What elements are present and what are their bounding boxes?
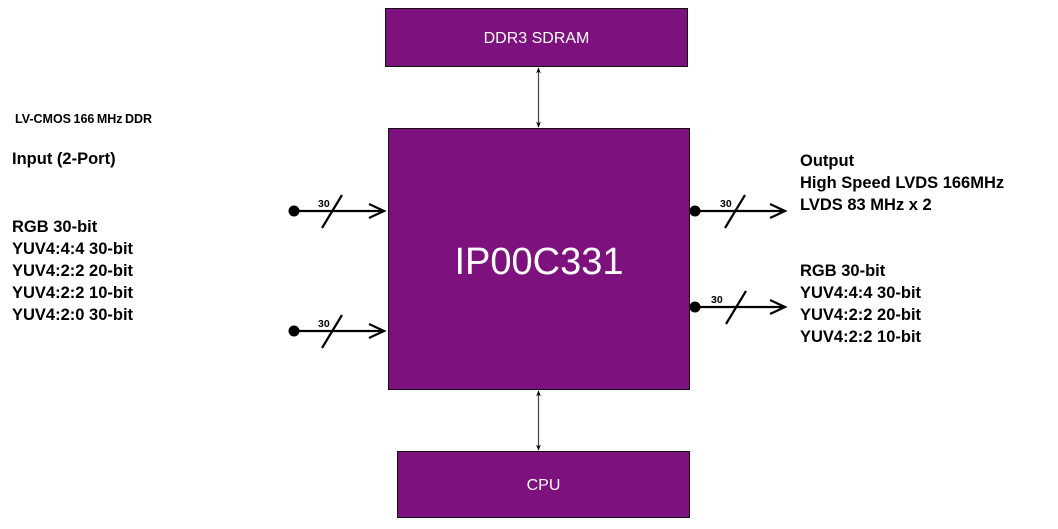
- bus-slash-icon: [724, 194, 746, 229]
- bus-slash-icon: [725, 290, 747, 325]
- port-dot-icon: [288, 205, 300, 217]
- bus-width-label: 30: [318, 318, 330, 330]
- output-format-item: YUV4:2:2 10-bit: [800, 328, 922, 346]
- output-format-item: RGB 30-bit: [800, 262, 886, 280]
- ddr3-sdram-block: DDR3 SDRAM: [385, 8, 688, 67]
- bus-width-label: 30: [318, 198, 330, 210]
- bus-slash-icon: [321, 314, 343, 349]
- input-format-item: RGB 30-bit: [12, 218, 98, 236]
- output-interface-item: LVDS 83 MHz x 2: [800, 196, 932, 214]
- ddr3-sdram-label: DDR3 SDRAM: [483, 29, 590, 47]
- output-port-1-connector: 30: [689, 194, 788, 229]
- port-dot-icon: [689, 205, 701, 217]
- cpu-label: CPU: [526, 476, 561, 494]
- output-heading: Output: [800, 152, 855, 170]
- bus-width-label: 30: [720, 198, 732, 210]
- port-dot-icon: [288, 325, 300, 337]
- input-format-item: YUV4:2:2 10-bit: [12, 284, 134, 302]
- input-format-item: YUV4:2:0 30-bit: [12, 306, 134, 324]
- input-interface-label: LV-CMOS 166 MHz DDR: [15, 112, 153, 126]
- port-dot-icon: [689, 301, 701, 313]
- bus-width-label: 30: [711, 294, 723, 306]
- output-interface-item: High Speed LVDS 166MHz: [800, 174, 1005, 192]
- input-port-1-connector: 30: [288, 194, 387, 229]
- ip00c331-chip-block: IP00C331: [388, 128, 690, 390]
- bus-slash-icon: [321, 194, 343, 229]
- output-port-2-connector: 30: [689, 290, 788, 325]
- input-heading: Input (2-Port): [12, 150, 116, 168]
- input-format-item: YUV4:4:4 30-bit: [12, 240, 134, 258]
- input-format-list: RGB 30-bit YUV4:4:4 30-bit YUV4:2:2 20-b…: [12, 216, 133, 326]
- arrowhead-icon: [368, 323, 387, 339]
- output-format-list: RGB 30-bit YUV4:4:4 30-bit YUV4:2:2 20-b…: [800, 260, 921, 348]
- output-format-item: YUV4:4:4 30-bit: [800, 284, 922, 302]
- output-heading-group: Output High Speed LVDS 166MHz LVDS 83 MH…: [800, 150, 1004, 216]
- arrowhead-icon: [769, 203, 788, 219]
- arrowhead-icon: [368, 203, 387, 219]
- arrowhead-icon: [769, 299, 788, 315]
- input-format-item: YUV4:2:2 20-bit: [12, 262, 134, 280]
- output-format-item: YUV4:2:2 20-bit: [800, 306, 922, 324]
- input-port-2-connector: 30: [288, 314, 387, 349]
- chip-label: IP00C331: [454, 240, 624, 283]
- cpu-block: CPU: [397, 451, 690, 518]
